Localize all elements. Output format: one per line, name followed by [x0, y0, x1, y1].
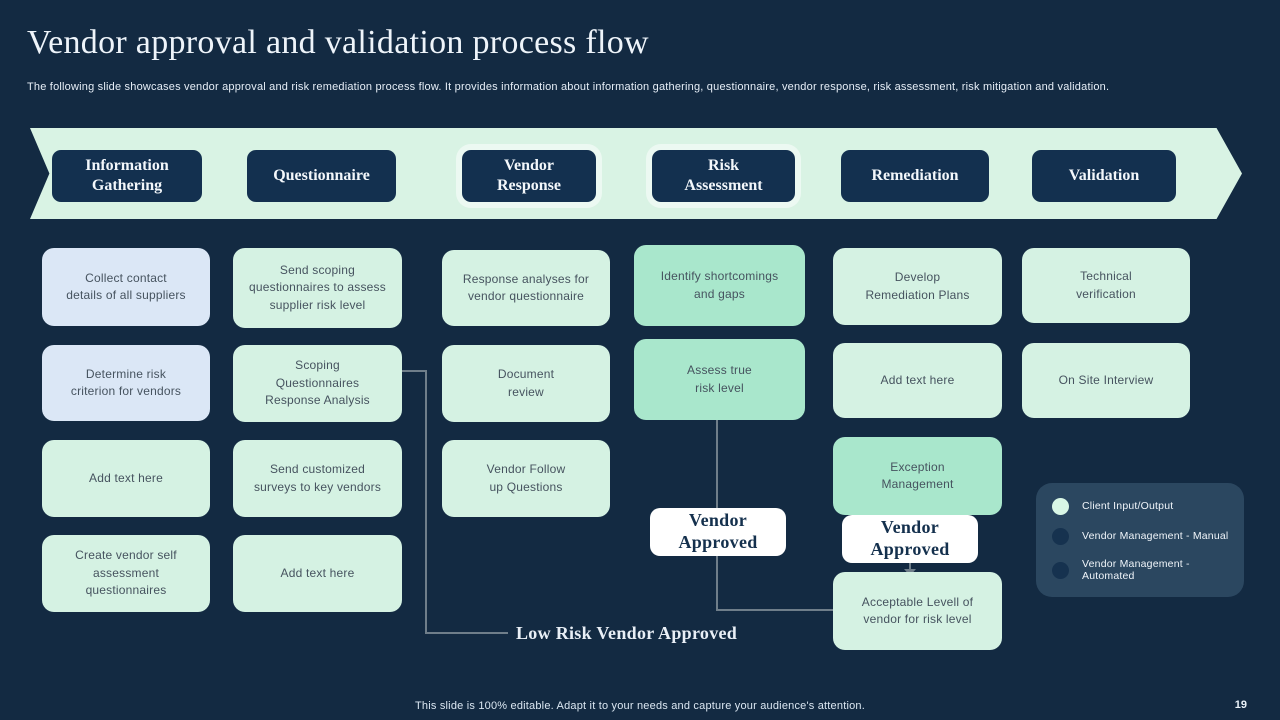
flow-box-response-analyses: Response analyses for vendor questionnai… [442, 250, 610, 326]
stage-validation: Validation [1032, 150, 1176, 202]
stage-remediation: Remediation [841, 150, 989, 202]
page-title: Vendor approval and validation process f… [27, 24, 649, 61]
legend-item-manual: Vendor Management - Manual [1052, 527, 1244, 545]
flow-box-collect-contact: Collect contact details of all suppliers [42, 248, 210, 326]
connector-to-low-risk-label [425, 632, 508, 634]
flow-box-scoping-analysis: Scoping Questionnaires Response Analysis [233, 345, 402, 422]
page-number: 19 [1234, 699, 1247, 711]
footer-note: This slide is 100% editable. Adapt it to… [415, 700, 865, 712]
connector-approved-down [909, 563, 911, 570]
flow-box-acceptable-level: Acceptable Levell of vendor for risk lev… [833, 572, 1002, 650]
page-subtitle: The following slide showcases vendor app… [27, 81, 1110, 93]
stage-information-gathering: Information Gathering [52, 150, 202, 202]
flow-box-assess-true-risk: Assess true risk level [634, 339, 805, 420]
manual-dot-icon [1052, 527, 1069, 545]
connector-to-acceptable-level [716, 609, 834, 611]
legend-item-automated: Vendor Management - Automated [1052, 558, 1244, 582]
flow-box-develop-remediation: Develop Remediation Plans [833, 248, 1002, 325]
flow-box-determine-risk: Determine risk criterion for vendors [42, 345, 210, 421]
legend-label: Client Input/Output [1082, 500, 1174, 513]
connector-scoping-down [425, 370, 427, 633]
flow-box-add-text-1: Add text here [42, 440, 210, 517]
vendor-approved-box-risk: Vendor Approved [650, 508, 786, 556]
client-input-dot-icon [1052, 497, 1069, 515]
flow-box-send-scoping: Send scoping questionnaires to assess su… [233, 248, 402, 328]
flow-box-vendor-follow-up: Vendor Follow up Questions [442, 440, 610, 517]
legend-label: Vendor Management - Manual [1082, 530, 1229, 543]
flow-box-document-review: Document review [442, 345, 610, 422]
stage-vendor-response: Vendor Response [462, 150, 596, 202]
flow-box-technical-verification: Technical verification [1022, 248, 1190, 323]
vendor-approved-box-remediation: Vendor Approved [842, 515, 978, 563]
flow-box-on-site-interview: On Site Interview [1022, 343, 1190, 418]
legend-label: Vendor Management - Automated [1082, 558, 1190, 583]
automated-dot-icon [1052, 561, 1069, 579]
stage-risk-assessment: Risk Assessment [652, 150, 795, 202]
legend-panel: Client Input/Output Vendor Management - … [1036, 483, 1244, 597]
connector-scoping-right [400, 370, 427, 372]
low-risk-approved-label: Low Risk Vendor Approved [516, 623, 738, 643]
flow-box-create-vendor-self: Create vendor self assessment questionna… [42, 535, 210, 612]
legend-item-client-input: Client Input/Output [1052, 497, 1244, 515]
flow-box-add-text-2: Add text here [233, 535, 402, 612]
stage-questionnaire: Questionnaire [247, 150, 396, 202]
flow-box-identify-shortcomings: Identify shortcomings and gaps [634, 245, 805, 326]
flow-box-exception-management: Exception Management [833, 437, 1002, 515]
flow-box-add-text-3: Add text here [833, 343, 1002, 418]
flow-box-send-customized: Send customized surveys to key vendors [233, 440, 402, 517]
